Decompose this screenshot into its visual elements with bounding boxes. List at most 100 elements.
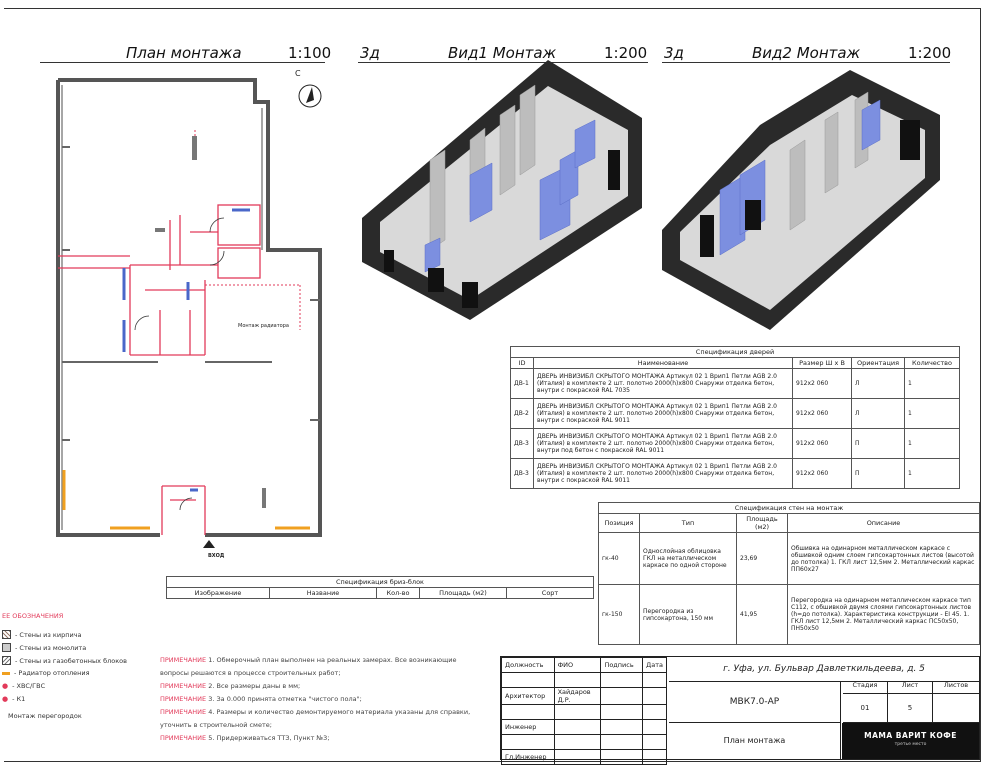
view1-title: Вид1 Монтаж	[448, 44, 557, 62]
legend-item-brick: - Стены из кирпича	[2, 630, 82, 639]
fill-spec-header: Кол-во	[376, 587, 420, 599]
gasblock-swatch-icon	[2, 656, 11, 665]
table-row: гк-40 Однослойная облицовка ГКЛ на метал…	[598, 532, 980, 585]
door-spec-header: ID	[510, 357, 534, 369]
wall-spec-header: Описание	[787, 513, 980, 533]
stamp-role-architect: Архитектор	[501, 687, 555, 705]
table-row: ДВ-2 ДВЕРЬ ИНВИЗИБЛ СКРЫТОГО МОНТАЖА Арт…	[510, 398, 960, 429]
wall-spec-header: Тип	[639, 513, 737, 533]
door-orient: Л	[851, 398, 905, 429]
table-row: ДВ-1 ДВЕРЬ ИНВИЗИБЛ СКРЫТОГО МОНТАЖА Арт…	[510, 368, 960, 399]
note-label: ПРИМЕЧАНИЕ	[160, 708, 207, 716]
note-label: ПРИМЕЧАНИЕ	[160, 682, 207, 690]
door-size: 912х2 060	[792, 428, 852, 459]
door-name: ДВЕРЬ ИНВИЗИБЛ СКРЫТОГО МОНТАЖА Артикул …	[533, 398, 793, 429]
wall-pos: гк-40	[598, 532, 640, 585]
k1-marker-icon: ●	[2, 695, 9, 703]
stamp-role-engineer: Инженер	[501, 719, 555, 735]
stamp-architect-name: Хайдаров Д.Р.	[553, 687, 602, 705]
view1-prefix: 3д	[360, 44, 380, 62]
monolith-swatch-icon	[2, 643, 11, 652]
note-line: 2. Все размеры даны в мм;	[208, 682, 301, 690]
stamp-col-date: Дата	[642, 657, 667, 673]
plan-title: План монтажа	[126, 44, 242, 62]
note-label: ПРИМЕЧАНИЕ	[160, 656, 207, 664]
view2-isometric	[662, 70, 940, 330]
brand-logo: МАМА ВАРИТ КОФЕ третье место	[842, 723, 979, 759]
table-row: гк-150 Перегородка из гипсокартона, 150 …	[598, 584, 980, 645]
sheet-frame	[4, 8, 981, 762]
stamp-address: г. Уфа, ул. Бульвар Давлеткильдеева, д. …	[669, 657, 979, 682]
note-line: 5. Придерживаться ТТЗ, Пункт №3;	[208, 734, 330, 742]
radiator-line-icon	[2, 671, 10, 675]
view1-scale: 1:200	[604, 44, 648, 62]
fill-spec: Спецификация бриз-блок Изображение Назва…	[166, 576, 594, 599]
fill-spec-header: Название	[269, 587, 377, 599]
view1-title-rule	[358, 62, 648, 63]
notes: ПРИМЕЧАНИЕ 1. Обмерочный план выполнен н…	[160, 654, 470, 745]
door-name: ДВЕРЬ ИНВИЗИБЛ СКРЫТОГО МОНТАЖА Артикул …	[533, 368, 793, 399]
door-spec-header: Наименование	[533, 357, 793, 369]
stamp-stage-label: Стадия	[843, 681, 888, 694]
legend-item-water: ● - ХВС/ГВС	[2, 682, 45, 690]
radiator-label: Монтаж радиатора	[238, 323, 289, 329]
brand-tagline: третье место	[894, 742, 927, 747]
door-orient: П	[851, 458, 905, 489]
door-orient: П	[851, 428, 905, 459]
view1-isometric	[362, 60, 642, 320]
wall-area: 41,95	[736, 584, 788, 645]
note-line: уточнить в строительной смете;	[160, 721, 272, 729]
note-line: вопросы решаются в процессе строительных…	[160, 669, 341, 677]
legend-item-gasblock: - Стены из газобетонных блоков	[2, 656, 127, 665]
door-qty: 1	[904, 368, 960, 399]
door-id: ДВ-1	[510, 368, 534, 399]
door-qty: 1	[904, 398, 960, 429]
stamp-sheet-name: План монтажа	[669, 723, 841, 759]
stamp-col-name: ФИО	[553, 657, 602, 673]
door-size: 912х2 060	[792, 458, 852, 489]
brand-name: МАМА ВАРИТ КОФЕ	[864, 731, 957, 740]
fill-spec-header: Изображение	[166, 587, 270, 599]
fill-spec-title: Спецификация бриз-блок	[166, 576, 594, 588]
note-line: 4. Размеры и количество демонтируемого м…	[208, 708, 471, 716]
door-id: ДВ-3	[510, 428, 534, 459]
entrance-label: ВХОД	[208, 553, 225, 559]
wall-area: 23,69	[736, 532, 788, 585]
door-name: ДВЕРЬ ИНВИЗИБЛ СКРЫТОГО МОНТАЖА Артикул …	[533, 458, 793, 489]
water-marker-icon: ●	[2, 682, 9, 690]
legend-title: ЕЕ ОБОЗНАЧЕНИЯ	[2, 612, 64, 620]
door-name: ДВЕРЬ ИНВИЗИБЛ СКРЫТОГО МОНТАЖА Артикул …	[533, 428, 793, 459]
stamp-col-sign: Подпись	[600, 657, 644, 673]
legend-item-radiator: - Радиатор отопления	[2, 669, 90, 677]
wall-spec-title: Спецификация стен на монтаж	[598, 502, 980, 514]
table-row: ДВ-3 ДВЕРЬ ИНВИЗИБЛ СКРЫТОГО МОНТАЖА Арт…	[510, 428, 960, 459]
table-row: ДВ-3 ДВЕРЬ ИНВИЗИБЛ СКРЫТОГО МОНТАЖА Арт…	[510, 458, 960, 489]
door-orient: Л	[851, 368, 905, 399]
wall-type: Однослойная облицовка ГКЛ на металлическ…	[639, 532, 737, 585]
note-label: ПРИМЕЧАНИЕ	[160, 695, 207, 703]
legend-label: Монтаж перегородок	[8, 712, 82, 720]
stamp-sheet-label: Лист	[888, 681, 933, 694]
door-spec-header: Размер Ш х В	[792, 357, 852, 369]
legend-label: - К1	[12, 695, 26, 703]
door-qty: 1	[904, 458, 960, 489]
wall-spec-header: Площадь (м2)	[736, 513, 788, 533]
door-size: 912х2 060	[792, 368, 852, 399]
legend-item-partitions: Монтаж перегородок	[8, 712, 82, 720]
door-spec-header: Ориентация	[851, 357, 905, 369]
stamp-sheets-value	[933, 694, 979, 723]
stamp-stage-value: 01	[843, 694, 888, 723]
stamp-sheet-value: 5	[888, 694, 933, 723]
legend-item-k1: ● - К1	[2, 695, 25, 703]
door-id: ДВ-2	[510, 398, 534, 429]
door-spec-header: Количество	[904, 357, 960, 369]
fill-spec-header: Площадь (м2)	[419, 587, 507, 599]
wall-pos: гк-150	[598, 584, 640, 645]
legend-label: - ХВС/ГВС	[12, 682, 46, 690]
signature-table: Должность ФИО Подпись Дата Архитектор Ха…	[501, 657, 667, 765]
plan-title-rule	[40, 62, 325, 63]
note-line: 1. Обмерочный план выполнен на реальных …	[208, 656, 457, 664]
door-spec-title: Спецификация дверей	[510, 346, 960, 358]
north-label: С	[295, 69, 301, 78]
stamp-project-code: МВК7.0-АР	[669, 681, 841, 723]
